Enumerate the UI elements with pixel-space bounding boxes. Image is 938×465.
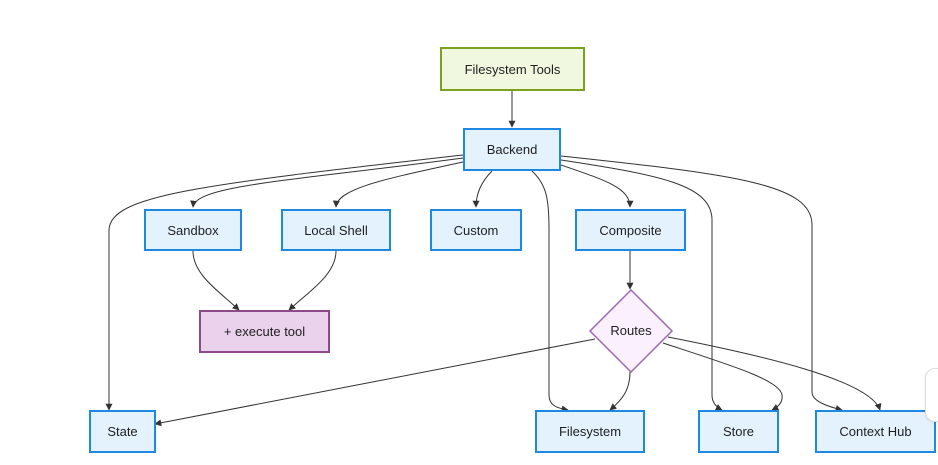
node-store-label: Store: [722, 424, 755, 439]
node-state-label: State: [107, 424, 138, 439]
node-backend-label: Backend: [486, 142, 538, 157]
node-custom[interactable]: Custom: [430, 209, 522, 251]
edge-backend-to-context-hub: [560, 155, 843, 412]
routes-diamond-shape: [588, 288, 674, 374]
node-state[interactable]: State: [89, 410, 156, 453]
node-routes-label[interactable]: Routes: [610, 323, 652, 338]
side-panel-handle[interactable]: [925, 368, 938, 422]
node-sandbox-label: Sandbox: [167, 222, 219, 238]
edge-backend-to-custom: [472, 170, 493, 208]
edge-routes-to-store: [662, 342, 783, 411]
node-store[interactable]: Store: [698, 410, 779, 453]
node-filesystem-tools[interactable]: Filesystem Tools: [440, 47, 585, 91]
edge-backend-to-local-shell: [332, 161, 464, 208]
edge-backend-to-composite: [560, 164, 634, 208]
node-context-hub-label: Context Hub: [839, 424, 912, 439]
node-composite-label: Composite: [599, 222, 662, 238]
node-sandbox[interactable]: Sandbox: [144, 209, 242, 251]
edge-sandbox-to-execute-tool: [192, 250, 240, 311]
edge-backend-to-store: [560, 159, 723, 411]
edge-routes-to-filesystem: [609, 371, 631, 411]
node-execute-tool[interactable]: + execute tool: [199, 310, 330, 353]
node-backend[interactable]: Backend: [463, 128, 561, 171]
node-context-hub[interactable]: Context Hub: [815, 410, 936, 453]
edge-routes-to-state: [154, 338, 596, 427]
node-local-shell[interactable]: Local Shell: [281, 209, 391, 251]
node-filesystem-label: Filesystem: [558, 424, 622, 439]
node-filesystem-tools-label: Filesystem Tools: [464, 61, 561, 77]
node-custom-label: Custom: [453, 222, 499, 238]
edge-backend-to-sandbox: [190, 157, 464, 208]
edge-routes-to-context-hub: [667, 336, 882, 411]
edge-local-shell-to-execute-tool: [288, 250, 337, 311]
edge-backend-to-state: [105, 154, 464, 411]
node-composite[interactable]: Composite: [575, 209, 686, 251]
edge-backend-to-filesystem: [531, 170, 569, 413]
node-filesystem[interactable]: Filesystem: [535, 410, 645, 453]
node-local-shell-label: Local Shell: [304, 222, 368, 238]
node-execute-tool-label: + execute tool: [223, 324, 306, 339]
